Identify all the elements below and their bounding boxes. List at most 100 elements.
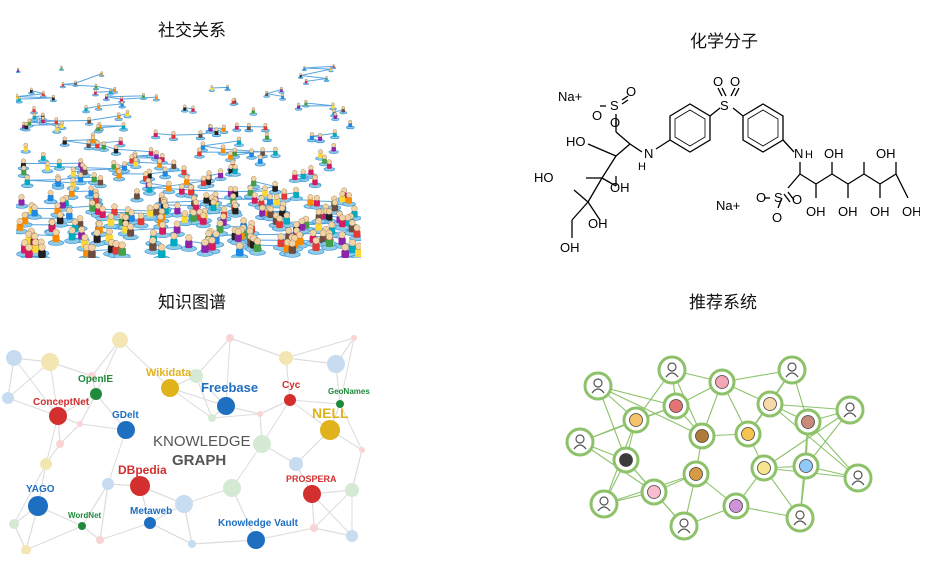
- person-figure: [195, 130, 206, 141]
- oxide-right: O: [756, 190, 766, 205]
- person-figure: [21, 122, 31, 132]
- person-figure: [20, 243, 38, 258]
- person-figure: [74, 172, 87, 186]
- person-figure: [303, 78, 309, 85]
- person-figure: [268, 181, 282, 195]
- person-figure: [323, 76, 330, 82]
- person-figure: [16, 96, 23, 104]
- person-figure: [181, 104, 189, 113]
- panel-title-chemistry: 化学分子: [690, 32, 758, 52]
- person-figure: [247, 192, 262, 207]
- user-icon: [785, 503, 815, 533]
- person-figure: [302, 99, 310, 108]
- person-figure: [59, 81, 66, 89]
- person-figure: [103, 213, 119, 230]
- person-figure: [83, 244, 100, 258]
- person-figure: [180, 234, 197, 252]
- person-figure: [229, 164, 241, 177]
- person-figure: [82, 105, 90, 114]
- user-icon: [835, 395, 865, 425]
- person-figure: [95, 205, 110, 222]
- person-figure: [336, 243, 354, 258]
- person-figure: [93, 123, 103, 134]
- taco-icon: [682, 460, 710, 488]
- kg-background-node: [253, 435, 271, 453]
- panel-title-recsys: 推荐系统: [689, 293, 757, 313]
- molecule-structure: Na+ O S O O HO N H HO OH OH OH O S O N H…: [534, 74, 920, 255]
- muffin-icon: [722, 492, 750, 520]
- ham-icon: [756, 390, 784, 418]
- nitrogen-left: N: [644, 146, 653, 161]
- person-figure: [328, 67, 334, 73]
- person-figure: [195, 212, 211, 229]
- sulfur-center: S: [720, 98, 729, 113]
- person-figure: [59, 136, 70, 147]
- person-figure: [130, 157, 142, 170]
- person-figure: [151, 129, 161, 140]
- kg-label-nell: NELL: [312, 405, 349, 421]
- kg-background-node: [208, 414, 216, 422]
- kg-background-node: [257, 411, 263, 417]
- person-figure: [331, 112, 340, 121]
- user-icon: [589, 489, 619, 519]
- person-figure: [94, 175, 107, 189]
- hydroxyl-1: HO: [566, 134, 586, 149]
- person-figure: [277, 188, 291, 203]
- person-figure: [228, 202, 243, 218]
- kg-background-node: [223, 479, 241, 497]
- cupcake-icon: [794, 408, 822, 436]
- kg-label-metaweb: Metaweb: [130, 506, 172, 517]
- sodium-ion-right: Na+: [716, 198, 740, 213]
- kg-background-node: [6, 350, 22, 366]
- kg-label-openie: OpenIE: [78, 374, 113, 385]
- person-figure: [43, 189, 58, 205]
- person-figure: [53, 158, 65, 171]
- person-figure: [52, 124, 62, 134]
- kg-background-node: [96, 536, 104, 544]
- person-figure: [342, 192, 356, 207]
- kg-label-freebase: Freebase: [201, 380, 258, 395]
- hydroxyl-3: OH: [610, 180, 630, 195]
- recommendation-graph: [556, 348, 884, 551]
- user-icon: [669, 511, 699, 541]
- person-figure: [168, 131, 179, 141]
- burger-icon: [688, 422, 716, 450]
- ice-cream-icon: [640, 478, 668, 506]
- person-figure: [84, 116, 94, 126]
- person-figure: [52, 211, 68, 228]
- oxygen-left-2: O: [610, 115, 620, 130]
- person-figure: [113, 241, 131, 258]
- person-figure: [297, 73, 304, 79]
- person-figure: [38, 116, 48, 126]
- hydroxyl-10: OH: [870, 204, 890, 219]
- kg-background-node: [279, 351, 293, 365]
- sulfur-right: S: [774, 190, 783, 205]
- knowledge-graph: KNOWLEDGE GRAPH OpenIE Wikidata Freebase…: [0, 328, 372, 554]
- knowledge-graph-image: KNOWLEDGE GRAPH OpenIE Wikidata Freebase…: [0, 328, 372, 554]
- kg-background-node: [77, 421, 83, 427]
- person-figure: [98, 141, 109, 152]
- person-figure: [307, 236, 325, 255]
- person-figure: [114, 112, 123, 121]
- hydroxyl-2: HO: [534, 170, 554, 185]
- kg-background-node: [289, 457, 303, 471]
- kg-label-yago: YAGO: [26, 484, 55, 495]
- panel-title-social: 社交关系: [158, 21, 226, 41]
- person-figure: [217, 144, 229, 156]
- person-figure: [40, 91, 47, 98]
- person-figure: [197, 175, 210, 189]
- person-figure: [330, 129, 340, 140]
- sulfur-left: S: [610, 98, 619, 113]
- kg-entity-node: [217, 397, 235, 415]
- oxygen-top-1: O: [713, 74, 723, 89]
- person-figure: [206, 199, 221, 215]
- kg-background-node: [189, 369, 203, 383]
- person-figure: [143, 182, 156, 196]
- person-figure: [88, 135, 98, 146]
- kg-label-knowledge-vault: Knowledge Vault: [218, 518, 299, 529]
- kg-background-node: [2, 392, 14, 404]
- person-figure: [16, 67, 21, 74]
- person-figure: [301, 65, 307, 72]
- kg-center-line1: KNOWLEDGE: [153, 433, 251, 450]
- kg-background-node: [41, 353, 59, 371]
